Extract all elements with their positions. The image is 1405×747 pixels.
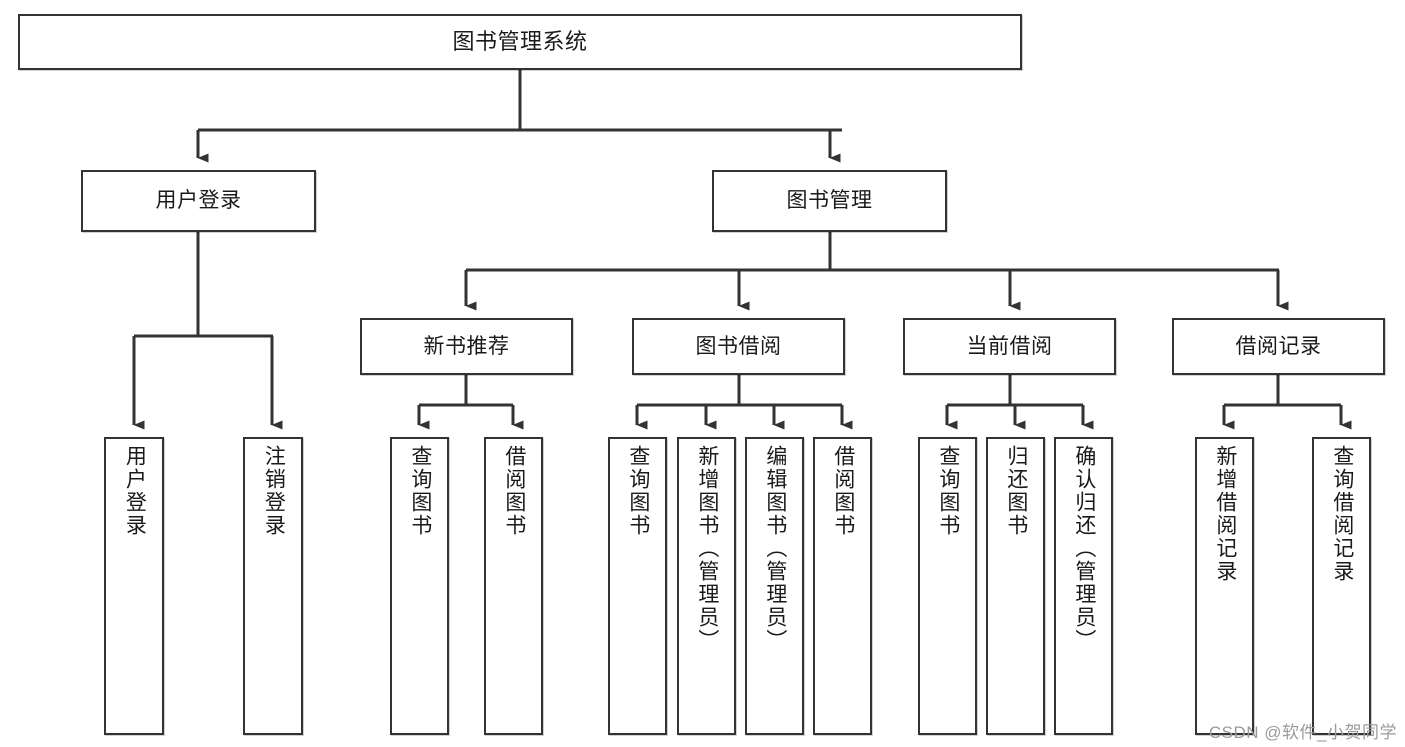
- leaf-add-book-label: 新增图书（管理员）: [695, 445, 719, 652]
- leaf-query-record-label: 查询借阅记录: [1330, 445, 1354, 583]
- leaf-add-record-label: 新增借阅记录: [1213, 445, 1237, 583]
- leaf-user-login-label: 用户登录: [123, 445, 147, 537]
- leaf-query-book-3[interactable]: 查询图书: [918, 437, 977, 735]
- node-user-login[interactable]: 用户登录: [81, 170, 316, 232]
- node-book-management-label: 图书管理: [786, 189, 873, 213]
- node-user-login-label: 用户登录: [155, 189, 242, 213]
- leaf-user-logout[interactable]: 注销登录: [243, 437, 303, 735]
- node-root-label: 图书管理系统: [452, 28, 588, 54]
- node-borrow-record-label: 借阅记录: [1235, 334, 1322, 358]
- node-borrow-record[interactable]: 借阅记录: [1172, 318, 1385, 375]
- leaf-add-record[interactable]: 新增借阅记录: [1195, 437, 1254, 735]
- node-new-book-recommend[interactable]: 新书推荐: [360, 318, 573, 375]
- node-current-borrow-label: 当前借阅: [966, 334, 1053, 358]
- leaf-borrow-book-1[interactable]: 借阅图书: [484, 437, 543, 735]
- leaf-query-book-1[interactable]: 查询图书: [390, 437, 449, 735]
- leaf-user-logout-label: 注销登录: [262, 445, 286, 537]
- leaf-edit-book-label: 编辑图书（管理员）: [763, 445, 787, 652]
- leaf-query-book-2-label: 查询图书: [626, 445, 650, 537]
- leaf-borrow-book-1-label: 借阅图书: [502, 445, 526, 537]
- leaf-edit-book[interactable]: 编辑图书（管理员）: [745, 437, 804, 735]
- leaf-query-book-2[interactable]: 查询图书: [608, 437, 667, 735]
- node-book-management[interactable]: 图书管理: [712, 170, 947, 232]
- leaf-confirm-return-label: 确认归还（管理员）: [1072, 445, 1096, 652]
- leaf-user-login[interactable]: 用户登录: [104, 437, 164, 735]
- leaf-add-book[interactable]: 新增图书（管理员）: [677, 437, 736, 735]
- leaf-return-book-label: 归还图书: [1004, 445, 1028, 537]
- leaf-return-book[interactable]: 归还图书: [986, 437, 1045, 735]
- node-root[interactable]: 图书管理系统: [18, 14, 1022, 70]
- leaf-query-record[interactable]: 查询借阅记录: [1312, 437, 1371, 735]
- node-book-borrow[interactable]: 图书借阅: [632, 318, 845, 375]
- node-current-borrow[interactable]: 当前借阅: [903, 318, 1116, 375]
- leaf-borrow-book-2-label: 借阅图书: [831, 445, 855, 537]
- csdn-watermark: CSDN @软件_小贺同学: [1208, 723, 1397, 742]
- leaf-borrow-book-2[interactable]: 借阅图书: [813, 437, 872, 735]
- leaf-confirm-return[interactable]: 确认归还（管理员）: [1054, 437, 1113, 735]
- node-new-book-recommend-label: 新书推荐: [423, 334, 510, 358]
- leaf-query-book-1-label: 查询图书: [408, 445, 432, 537]
- leaf-query-book-3-label: 查询图书: [936, 445, 960, 537]
- node-book-borrow-label: 图书借阅: [695, 334, 782, 358]
